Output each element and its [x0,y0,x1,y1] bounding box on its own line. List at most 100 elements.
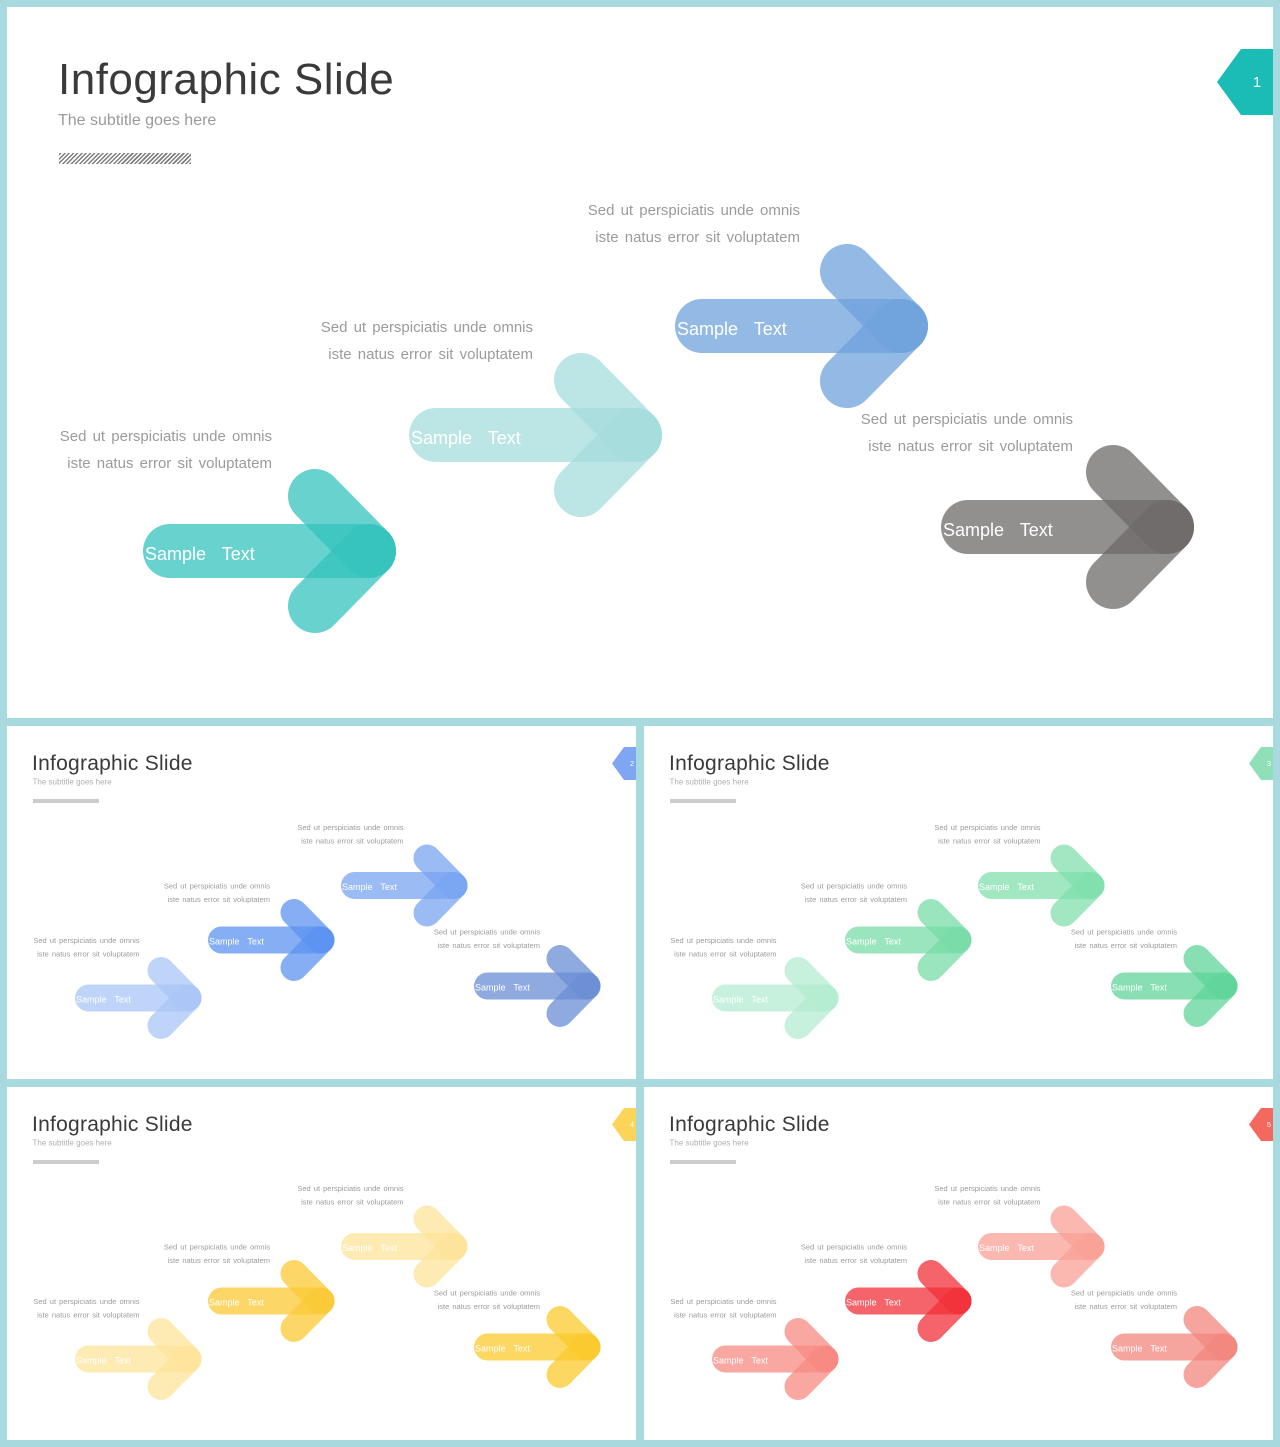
arrow-3: Sample Text [675,244,929,409]
slide-3-thumbnail[interactable]: Infographic Slide The subtitle goes here… [644,726,1273,1079]
arrow-3-description: Sed ut perspiciatis unde omnis iste natu… [297,1184,404,1207]
arrow-1: Sample Text [143,469,397,634]
arrow-4: Sample Text [1111,1306,1238,1389]
arrow-2: Sample Text [208,1260,335,1343]
arrow-head-lower [288,524,396,633]
slide-subtitle: The subtitle goes here [669,778,749,787]
page-number-tab: 1 [1217,49,1273,115]
arrow-head-lower [1086,500,1194,609]
title-underline [670,1160,736,1164]
arrow-3-description: Sed ut perspiciatis unde omnis iste natu… [934,823,1041,846]
arrow-3: Sample Text [341,1205,468,1289]
arrow-head-lower [546,972,601,1027]
arrow-3-label: Sample Text [677,319,787,339]
arrow-head-lower [147,984,202,1039]
slide-canvas: Infographic Slide The subtitle goes here… [7,1087,636,1440]
arrow-3-description: Sed ut perspiciatis unde omnis iste natu… [297,823,404,846]
arrow-2-description: Sed ut perspiciatis unde omnis iste natu… [163,1243,270,1265]
slide-canvas: Infographic Slide The subtitle goes here… [644,1087,1273,1440]
arrow-shape [208,899,335,981]
page-number-tab: 4 [612,1108,636,1141]
slide-subtitle: The subtitle goes here [32,778,112,787]
arrow-head-lower [784,984,839,1039]
arrow-1: Sample Text [712,1318,839,1401]
arrow-head-lower [917,926,972,981]
title-underline [33,799,99,803]
arrow-1: Sample Text [712,957,839,1040]
arrow-4: Sample Text [1111,945,1238,1028]
arrow-head-lower [1183,1333,1238,1388]
arrow-2: Sample Text [845,899,972,982]
arrow-4-label: Sample Text [1112,982,1167,993]
page-number: 5 [1266,1120,1272,1129]
arrow-head-lower [280,926,335,981]
arrow-2: Sample Text [409,353,663,518]
arrow-head-lower [784,1345,839,1400]
arrow-2-label: Sample Text [209,936,264,947]
arrow-2-label: Sample Text [846,936,901,947]
arrow-3-label: Sample Text [342,1243,397,1253]
arrow-shape [341,844,468,927]
arrow-shape [341,1205,468,1288]
arrow-shape [208,1260,335,1342]
arrow-shape [1111,1306,1238,1388]
arrow-head-lower [554,408,662,517]
slide-4-thumbnail[interactable]: Infographic Slide The subtitle goes here… [7,1087,636,1440]
arrow-4-description: Sed ut perspiciatis unde omnis iste natu… [1070,928,1177,950]
arrow-4: Sample Text [941,445,1195,610]
arrow-shape [75,1318,202,1400]
arrow-shape [409,353,662,517]
slide-title: Infographic Slide [58,55,395,104]
arrow-head-lower [820,299,928,408]
arrow-2-description: Sed ut perspiciatis unde omnis iste natu… [800,1243,907,1265]
arrow-1-description: Sed ut perspiciatis unde omnis iste natu… [33,1297,140,1320]
arrow-3-description: Sed ut perspiciatis unde omnis iste natu… [934,1184,1041,1207]
arrow-shape [845,1260,972,1342]
arrow-head-lower [1050,872,1105,927]
arrow-head-lower [546,1333,601,1388]
slide-title: Infographic Slide [32,1112,193,1136]
arrow-1-description: Sed ut perspiciatis unde omnis iste natu… [59,428,272,472]
title-underline [670,799,736,803]
slide-1[interactable]: Infographic Slide The subtitle goes here… [7,7,1273,718]
arrow-1-label: Sample Text [145,544,255,564]
arrow-2-label: Sample Text [209,1297,264,1308]
arrow-4: Sample Text [474,945,601,1028]
title-underline [33,1160,99,1164]
slide-subtitle: The subtitle goes here [58,112,217,129]
arrow-4-description: Sed ut perspiciatis unde omnis iste natu… [433,1289,540,1311]
arrow-shape [978,844,1105,927]
arrow-2: Sample Text [845,1260,972,1343]
arrow-shape [712,957,839,1039]
arrow-shape [474,945,601,1027]
arrow-1-label: Sample Text [713,1355,768,1366]
slide-title: Infographic Slide [669,751,830,775]
arrow-4-description: Sed ut perspiciatis unde omnis iste natu… [860,411,1073,455]
arrow-3-label: Sample Text [342,882,397,892]
arrow-shape [712,1318,839,1400]
arrow-3-label: Sample Text [979,882,1034,892]
slide-canvas: Infographic Slide The subtitle goes here… [7,7,1273,718]
arrow-head-lower [1050,1233,1105,1288]
arrow-2-label: Sample Text [411,428,521,448]
arrow-4-label: Sample Text [943,520,1053,540]
arrow-2-description: Sed ut perspiciatis unde omnis iste natu… [163,882,270,904]
slide-2-thumbnail[interactable]: Infographic Slide The subtitle goes here… [7,726,636,1079]
arrow-1-description: Sed ut perspiciatis unde omnis iste natu… [670,936,777,959]
arrow-2: Sample Text [208,899,335,982]
arrow-4-label: Sample Text [1112,1343,1167,1354]
arrow-4-description: Sed ut perspiciatis unde omnis iste natu… [1070,1289,1177,1311]
arrow-shape [845,899,972,981]
arrow-2-description: Sed ut perspiciatis unde omnis iste natu… [320,319,533,363]
arrow-head-lower [280,1287,335,1342]
page-number: 4 [629,1120,635,1129]
arrow-1: Sample Text [75,957,202,1040]
slide-5-thumbnail[interactable]: Infographic Slide The subtitle goes here… [644,1087,1273,1440]
arrow-shape [75,957,202,1039]
arrow-1: Sample Text [75,1318,202,1401]
arrow-1-description: Sed ut perspiciatis unde omnis iste natu… [33,936,140,959]
arrow-head-lower [413,872,468,927]
arrow-head-lower [147,1345,202,1400]
arrow-shape [941,445,1194,609]
arrow-3-label: Sample Text [979,1243,1034,1253]
